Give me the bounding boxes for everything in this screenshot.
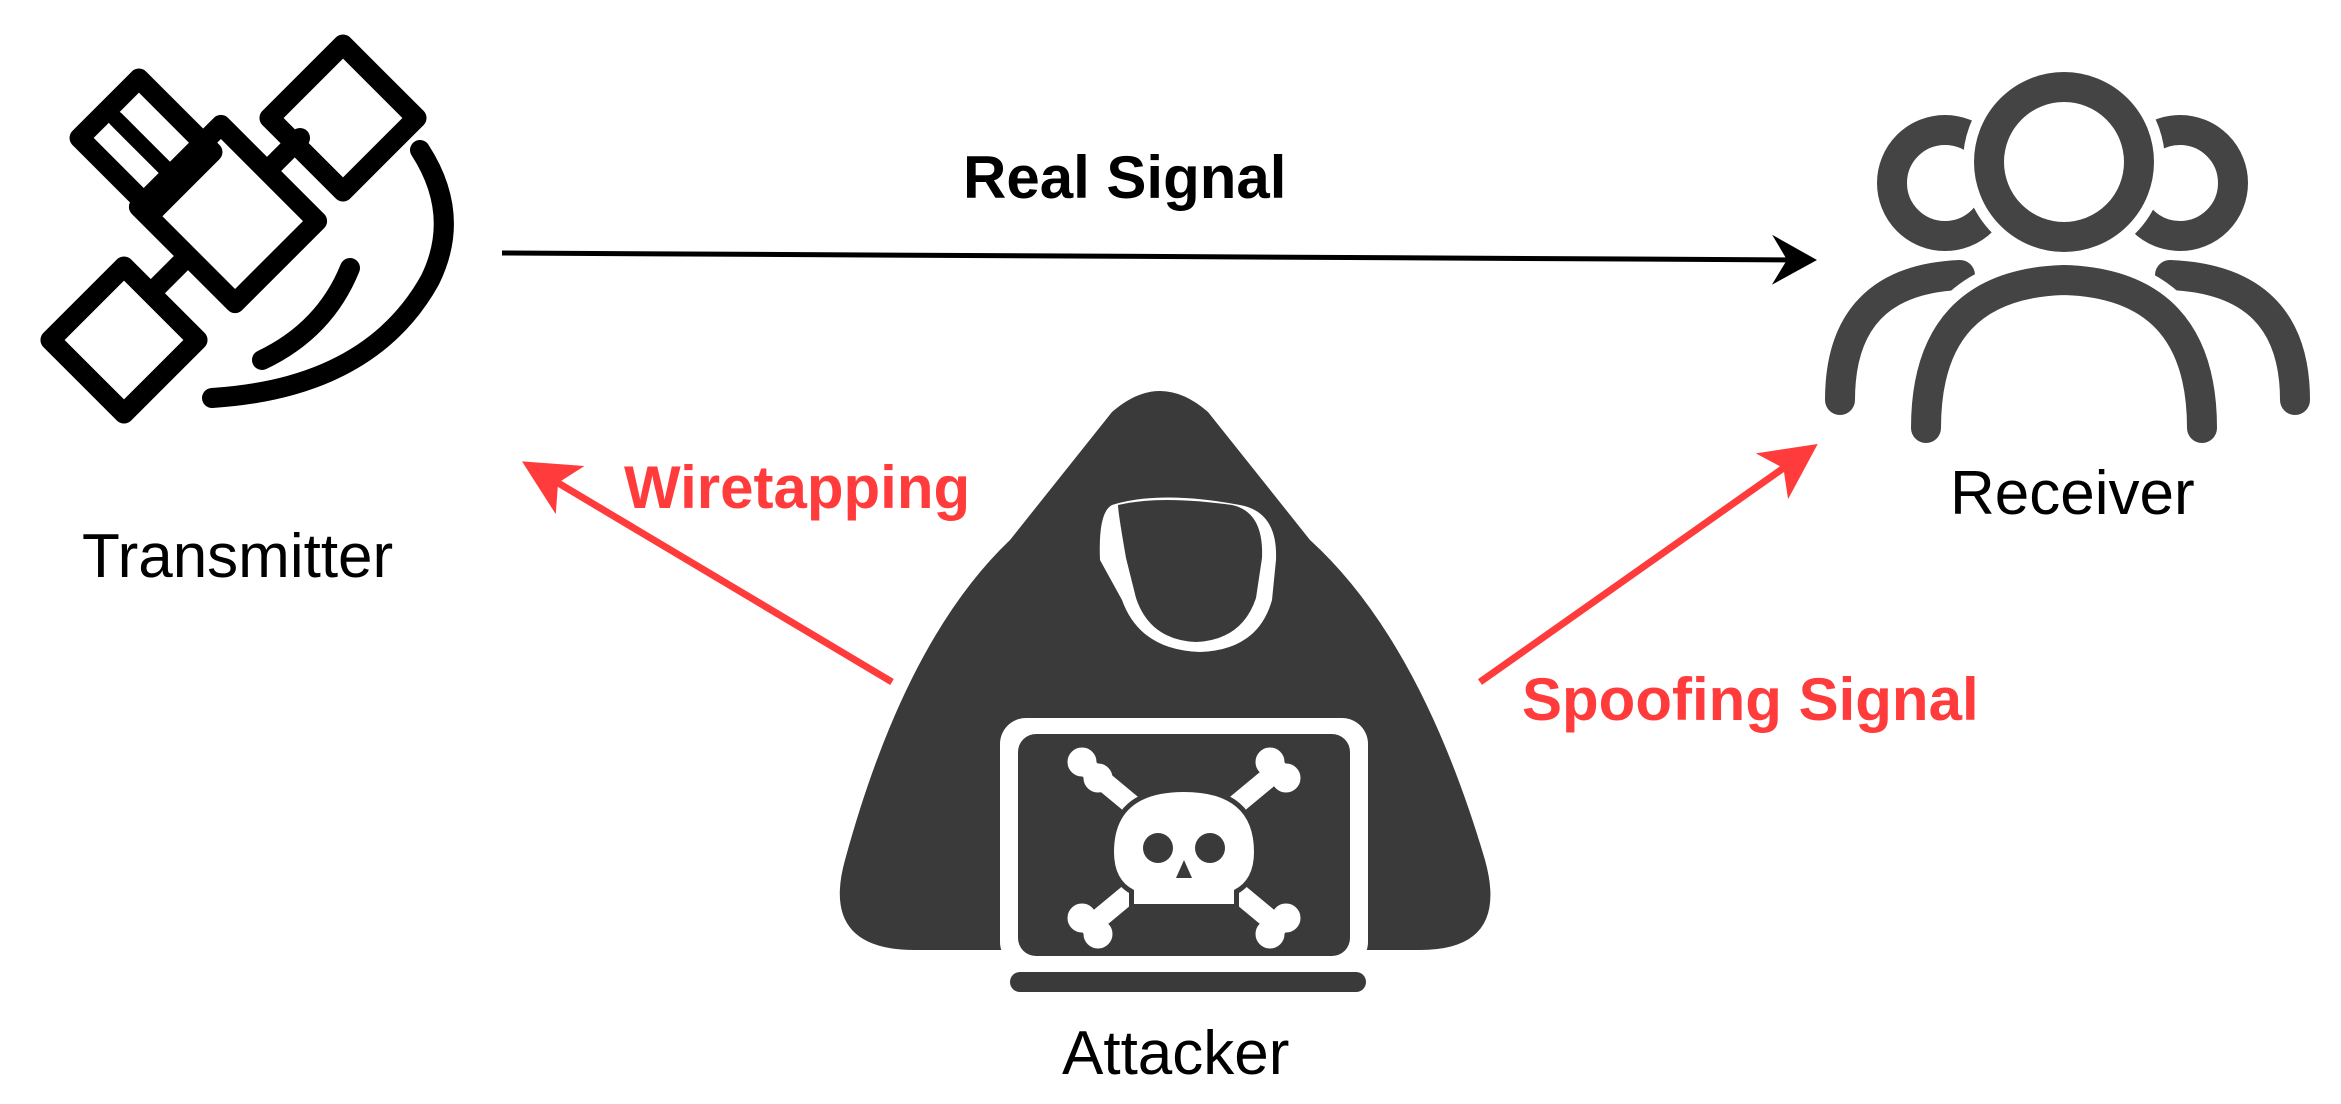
real-signal-label: Real Signal	[963, 144, 1287, 211]
spoofing-signal-arrow	[1477, 443, 1818, 685]
wiretapping-label: Wiretapping	[624, 454, 971, 521]
wiretapping-arrow	[521, 461, 894, 686]
users-group-icon	[1825, 61, 2310, 455]
attacker-label: Attacker	[1062, 1019, 1290, 1088]
satellite-icon	[40, 34, 454, 424]
skull-crossbones-icon	[1067, 747, 1301, 949]
receiver-label: Receiver	[1950, 459, 2195, 528]
spoofing-signal-label: Spoofing Signal	[1522, 666, 1979, 733]
real-signal-arrow	[501, 234, 1817, 285]
transmitter-label: Transmitter	[82, 522, 394, 591]
